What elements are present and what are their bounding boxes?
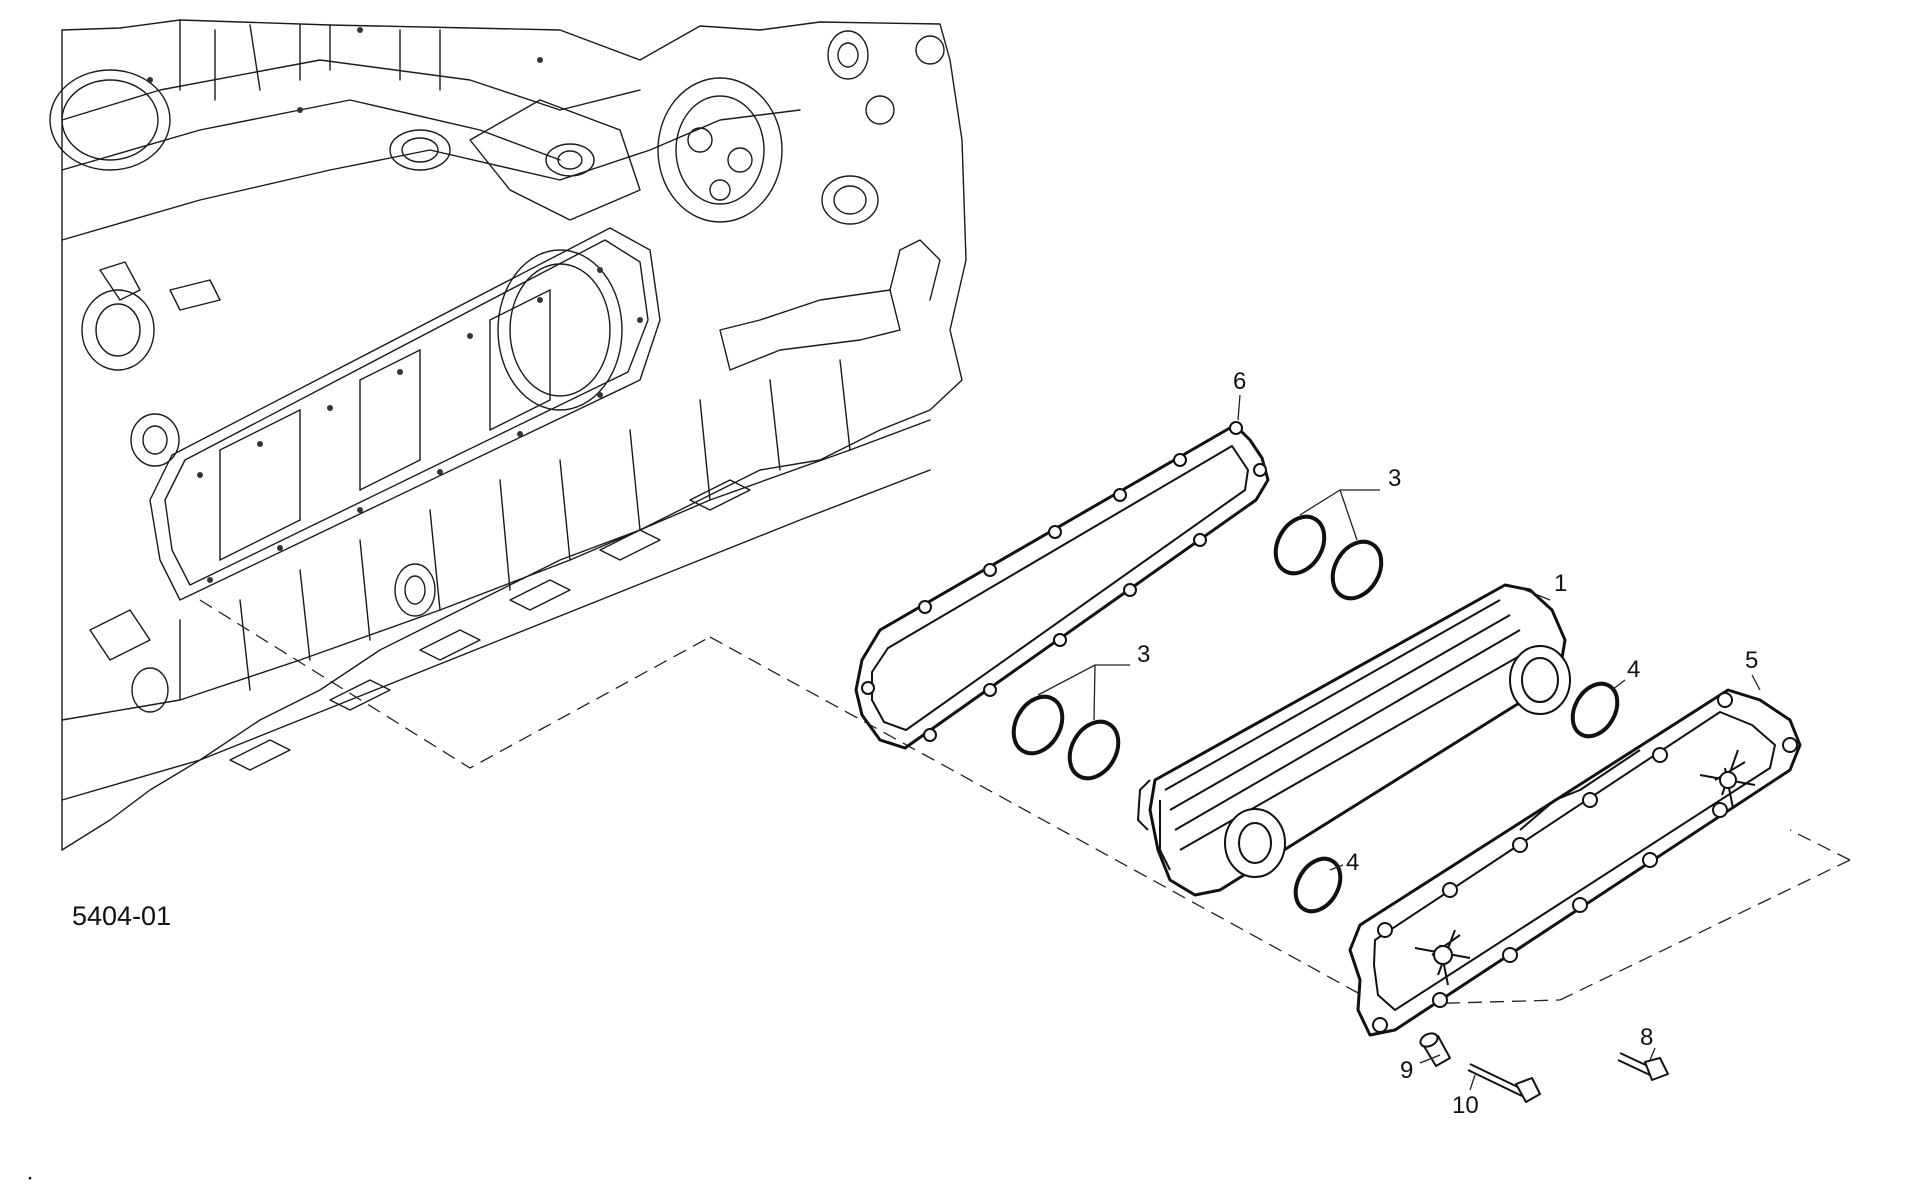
callout-4-upper: 4 <box>1627 656 1640 683</box>
corner-mark: · <box>26 1164 34 1184</box>
gasket <box>854 421 1270 750</box>
oil-cooler <box>1137 583 1571 897</box>
callout-9: 9 <box>1400 1057 1413 1084</box>
leader-lines <box>1037 394 1761 1091</box>
callout-6: 6 <box>1233 368 1246 395</box>
callout-3-lower: 3 <box>1137 641 1150 668</box>
callout-5: 5 <box>1745 647 1758 674</box>
callout-labels: 6 3 3 1 4 4 5 8 9 10 <box>1137 368 1758 1119</box>
callout-8: 8 <box>1640 1024 1653 1051</box>
o-rings-lower <box>1011 694 1121 781</box>
callout-3-upper: 3 <box>1388 465 1401 492</box>
flange-bolt-holes <box>147 27 643 583</box>
callout-1: 1 <box>1554 570 1567 597</box>
engine-block <box>49 19 967 851</box>
o-rings-upper <box>1273 514 1384 601</box>
cover <box>1348 688 1802 1037</box>
callout-4-lower: 4 <box>1346 849 1359 876</box>
gasket-bolt-tabs <box>861 421 1267 742</box>
o-rings-4 <box>1293 681 1620 914</box>
cover-bolt-tabs <box>1372 692 1798 1033</box>
figure-code: 5404-01 <box>72 901 171 931</box>
plug <box>1419 1032 1451 1067</box>
bolt <box>1617 1052 1669 1081</box>
long-bolt <box>1467 1063 1541 1103</box>
callout-10: 10 <box>1452 1092 1479 1119</box>
